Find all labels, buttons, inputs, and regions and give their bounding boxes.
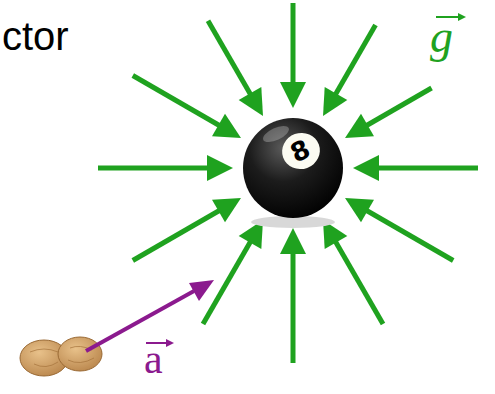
field-arrow (98, 155, 233, 181)
field-arrow (133, 198, 241, 261)
field-arrow (345, 88, 432, 138)
field-arrows (98, 3, 478, 363)
vector-label: g (430, 14, 453, 60)
field-arrow (323, 25, 376, 116)
field-arrow (208, 21, 263, 116)
field-arrow (353, 155, 478, 181)
eight-ball (243, 118, 343, 218)
peanut (20, 337, 102, 376)
field-arrow (323, 220, 383, 324)
slide-title-fragment: ctor (2, 16, 69, 56)
vector-symbol (146, 13, 466, 347)
field-arrow (203, 220, 263, 324)
field-arrow (280, 3, 306, 108)
field-arrow (133, 76, 241, 139)
vector-label: a (144, 338, 163, 380)
field-arrow (280, 228, 306, 363)
field-arrow (345, 198, 453, 261)
